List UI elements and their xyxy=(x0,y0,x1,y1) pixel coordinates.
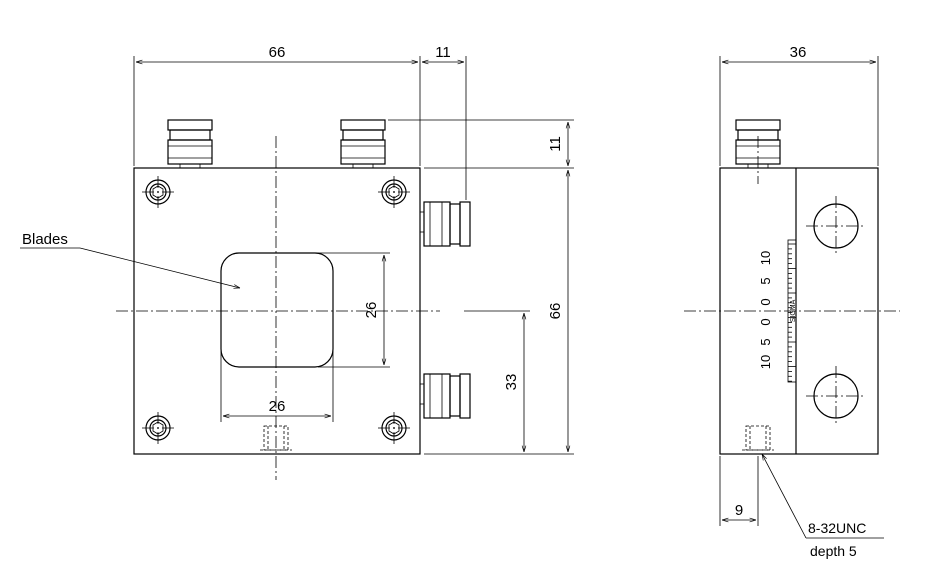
dim-width-66: 66 xyxy=(133,44,421,166)
front-tapped-hole xyxy=(260,425,292,451)
dim-aperture-height-label: 26 xyxy=(363,302,380,319)
dim-side-width-36: 36 xyxy=(719,44,879,166)
thread-callout: 8-32UNC depth 5 xyxy=(762,454,884,559)
side-view: 10 5 0 0 5 10 SIGMA 36 9 xyxy=(684,44,900,559)
dim-height-33-label: 33 xyxy=(503,374,520,391)
dim-width-11-label: 11 xyxy=(435,44,451,61)
side-hole-upper xyxy=(806,196,866,256)
dim-aperture-width: 26 xyxy=(220,330,334,422)
dim-aperture-height: 26 xyxy=(318,252,390,368)
side-scale: 10 5 0 0 5 10 SIGMA xyxy=(758,239,797,383)
blades-label: Blades xyxy=(22,231,68,248)
screw-top-right xyxy=(378,176,410,208)
scale-brand: SIGMA xyxy=(790,299,797,322)
dim-offset-9-label: 9 xyxy=(735,502,743,519)
dim-side-width-36-label: 36 xyxy=(790,44,807,61)
dim-aperture-width-label: 26 xyxy=(269,398,286,415)
top-right-micrometer xyxy=(340,119,386,169)
right-lower-micrometer xyxy=(419,373,471,419)
dim-height-11-label: 11 xyxy=(547,136,564,152)
scale-lower-10: 10 xyxy=(758,355,773,369)
screw-bottom-right xyxy=(378,412,410,444)
blades-callout: Blades xyxy=(20,231,240,288)
scale-lower-0: 0 xyxy=(758,318,773,325)
screw-bottom-left xyxy=(142,412,174,444)
scale-lower-5: 5 xyxy=(758,338,773,345)
top-left-micrometer xyxy=(167,119,213,169)
dim-width-11: 11 xyxy=(422,44,467,200)
dim-height-66-label: 66 xyxy=(547,303,564,320)
dim-width-66-label: 66 xyxy=(269,44,286,61)
side-tapped-hole xyxy=(742,425,774,451)
scale-ticks xyxy=(788,243,796,382)
scale-upper-0: 0 xyxy=(758,298,773,305)
side-hole-lower xyxy=(806,366,866,426)
aperture-outline xyxy=(220,252,334,368)
front-view: 66 11 11 66 33 xyxy=(20,44,574,480)
thread-label: 8-32UNC xyxy=(808,520,866,536)
dim-height-11: 11 xyxy=(388,119,574,169)
depth-label: depth 5 xyxy=(810,543,857,559)
dim-height-66: 66 xyxy=(424,170,574,455)
screw-top-left xyxy=(142,176,174,208)
scale-upper-10: 10 xyxy=(758,251,773,265)
dim-offset-9: 9 xyxy=(719,456,759,526)
scale-upper-5: 5 xyxy=(758,277,773,284)
dim-height-33: 33 xyxy=(464,310,530,452)
right-upper-micrometer xyxy=(419,201,471,247)
